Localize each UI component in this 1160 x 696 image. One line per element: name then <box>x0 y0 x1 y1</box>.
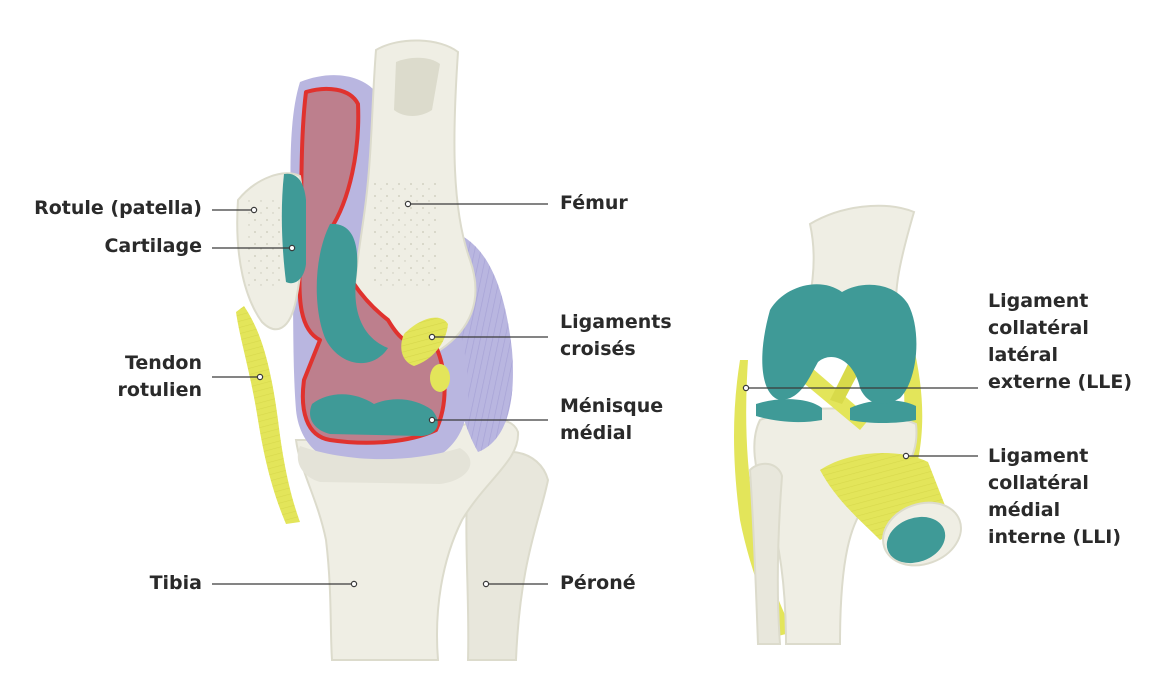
right-knee-view <box>734 204 962 645</box>
patella-cartilage-right <box>886 516 946 564</box>
label-menisque-medial: Ménisque médial <box>560 395 664 444</box>
patella-cartilage <box>281 173 306 284</box>
label-tendon-rotulien: Tendon rotulien <box>117 352 202 401</box>
medial-meniscus <box>310 394 438 436</box>
femoral-condyles-cartilage <box>762 284 917 404</box>
label-perone: Péroné <box>560 572 636 594</box>
label-lle: Ligament collatéral latéral externe (LLE… <box>988 290 1133 393</box>
label-femur: Fémur <box>560 192 628 214</box>
fibula-right <box>748 462 784 645</box>
leader-lines <box>212 203 978 585</box>
fibula-bone <box>465 451 550 661</box>
femoral-cartilage <box>316 223 388 364</box>
leader-dots <box>250 200 910 588</box>
cruciate-ligament-b <box>430 364 450 392</box>
label-tibia: Tibia <box>149 572 202 594</box>
menisci-right <box>756 399 916 423</box>
label-rotule: Rotule (patella) <box>34 197 202 219</box>
left-knee-view <box>236 39 550 661</box>
label-cartilage: Cartilage <box>104 235 202 257</box>
label-lli: Ligament collatéral médial interne (LLI) <box>988 445 1122 548</box>
label-ligaments-croises: Ligaments croisés <box>560 311 672 360</box>
